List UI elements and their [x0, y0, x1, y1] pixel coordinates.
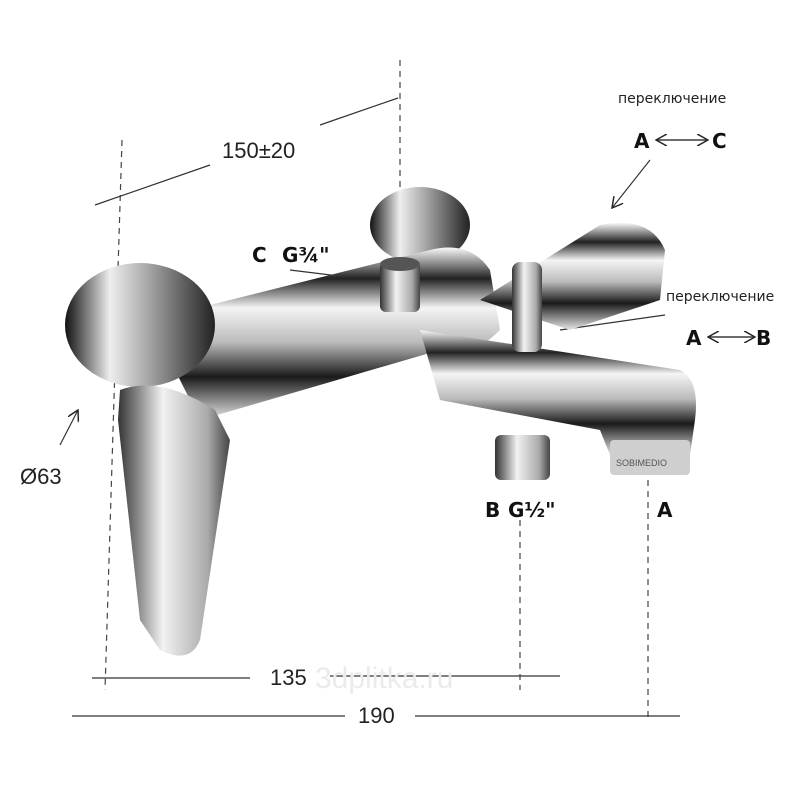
switch-ac-caption: переключение [618, 91, 726, 107]
depth-dimension: 150±20 [222, 138, 295, 163]
switch-ab-caption: переключение [666, 289, 774, 305]
diverter-knob [512, 262, 542, 352]
spout [420, 330, 696, 455]
connection-c-thread: G¾" [282, 243, 330, 267]
watermark: 3dplitka.ru [315, 662, 453, 695]
product-marking: SOBIMEDIO [616, 458, 667, 468]
dimension-lines [59, 60, 680, 720]
outlet-spacing-dimension: 135 [270, 665, 307, 690]
rosette-diameter: Ø63 [20, 464, 62, 489]
faucet-illustration: SOBIMEDIO [65, 187, 696, 656]
thread-c-fitting [380, 262, 420, 312]
connection-a-label: A [657, 498, 673, 522]
connection-b-thread: G½" [508, 498, 556, 522]
outlet-a [610, 440, 690, 475]
connection-c-label: C [252, 243, 267, 267]
switch-ab-to: B [756, 326, 771, 350]
switch-ab-from: A [686, 326, 702, 350]
switch-ac-from: A [634, 129, 650, 153]
diverter-cylinder [480, 222, 665, 330]
overall-width-dimension: 190 [358, 703, 395, 728]
outlet-b-fitting [495, 435, 550, 480]
rear-rosette [370, 187, 470, 263]
switch-ac-to: C [712, 129, 727, 153]
front-rosette [65, 263, 215, 387]
connection-b-label: B [485, 498, 500, 522]
lever-handle [118, 385, 230, 656]
